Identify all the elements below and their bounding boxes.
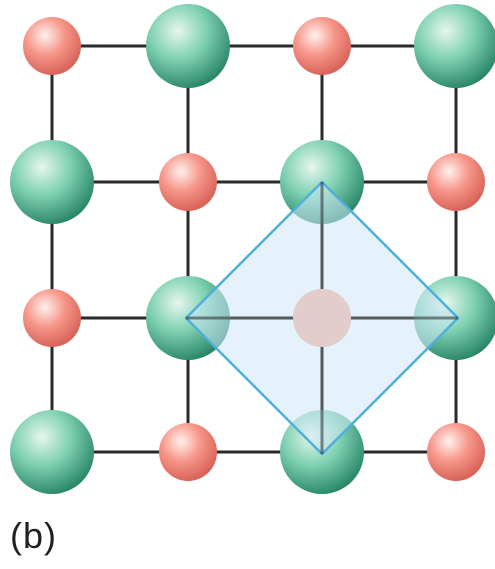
small-atom bbox=[159, 423, 217, 481]
large-atom bbox=[10, 410, 94, 494]
small-atom bbox=[159, 153, 217, 211]
small-atom bbox=[427, 153, 485, 211]
small-atom bbox=[23, 289, 81, 347]
highlighted-center-atom bbox=[293, 289, 351, 347]
atoms bbox=[10, 4, 495, 494]
small-atom bbox=[293, 17, 351, 75]
small-atom bbox=[427, 423, 485, 481]
large-atom bbox=[414, 4, 495, 88]
lattice-diagram bbox=[10, 4, 495, 494]
unit-cell-layer bbox=[184, 180, 460, 456]
large-atom bbox=[10, 140, 94, 224]
large-atom bbox=[146, 4, 230, 88]
small-atom bbox=[23, 17, 81, 75]
panel-label: (b) bbox=[10, 515, 57, 556]
